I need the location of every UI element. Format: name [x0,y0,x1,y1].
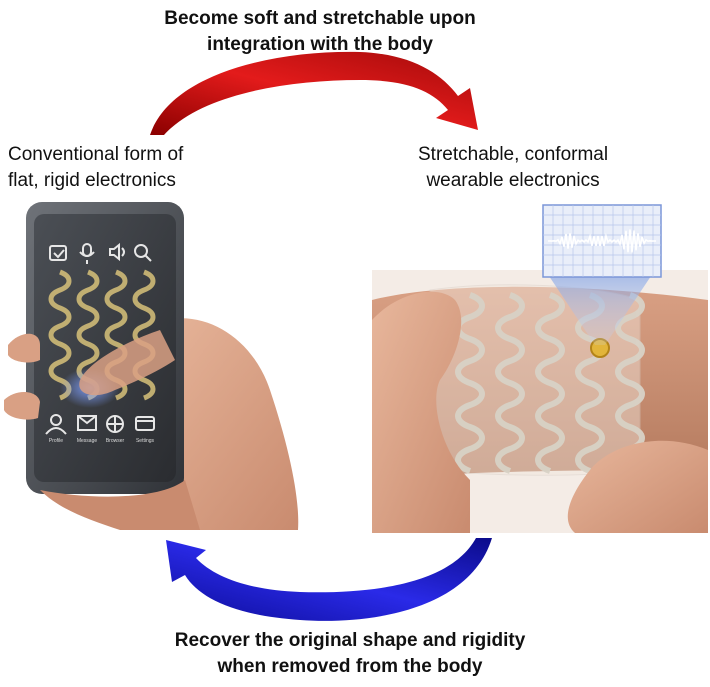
left-label: Conventional form of flat, rigid electro… [8,142,183,194]
top-caption-line1: Become soft and stretchable upon [164,8,476,29]
signal-waveform [547,229,656,253]
signal-beam [545,270,655,345]
card-icon [135,416,155,431]
bottom-caption: Recover the original shape and rigidity … [80,628,620,680]
speaker-icon [109,242,120,262]
right-pinching-hand [567,440,708,533]
bottom-caption-line1: Recover the original shape and rigidity [174,630,526,651]
thumb-shape [79,330,175,396]
dock-label-message: Message [77,438,98,444]
mail-icon-flap [77,415,97,425]
blue-curved-arrow [166,538,492,621]
top-caption-line2: integration with the body [207,34,433,55]
profile-icon-body [45,427,67,435]
right-label-line1: Stretchable, conformal [418,144,609,165]
bottom-caption-line2: when removed from the body [217,656,483,677]
red-arrow-shape [150,51,478,135]
finger-1 [8,333,40,363]
wearable-illustration [372,204,708,533]
phone-dock-labels: Profile Message Browser Settings [49,438,155,444]
left-label-line2: flat, rigid electronics [8,170,176,191]
dock-label-browser: Browser [106,438,125,444]
mail-icon [77,415,97,431]
globe-icon-lines [107,416,123,432]
search-icon [134,244,148,258]
red-curved-arrow [150,51,478,135]
search-icon-handle [144,254,152,262]
phone-dock [45,414,155,435]
serpentine-trace [575,292,605,474]
check-icon [53,249,65,259]
serpentine-trace [535,292,565,474]
finger-2 [4,391,40,420]
top-caption: Become soft and stretchable upon integra… [100,6,540,58]
right-label: Stretchable, conformal wearable electron… [418,142,608,194]
serpentine-trace [132,269,156,401]
dock-label-profile: Profile [49,438,63,444]
profile-icon [50,414,62,426]
blue-arrow-shape [166,538,492,621]
serpentine-trace [48,269,72,401]
sound-wave-icon [121,247,125,257]
dock-label-settings: Settings [136,438,155,444]
phone-hand-illustration: Profile Message Browser Settings [4,202,299,530]
left-pinching-hand [372,291,470,533]
microphone-stand-icon [79,251,95,264]
serpentine-trace [495,292,525,474]
right-label-line2: wearable electronics [426,170,600,191]
left-label-line1: Conventional form of [8,144,184,165]
lower-palm [40,480,200,530]
phone-icon-row [49,242,152,264]
calendar-icon [49,245,67,261]
